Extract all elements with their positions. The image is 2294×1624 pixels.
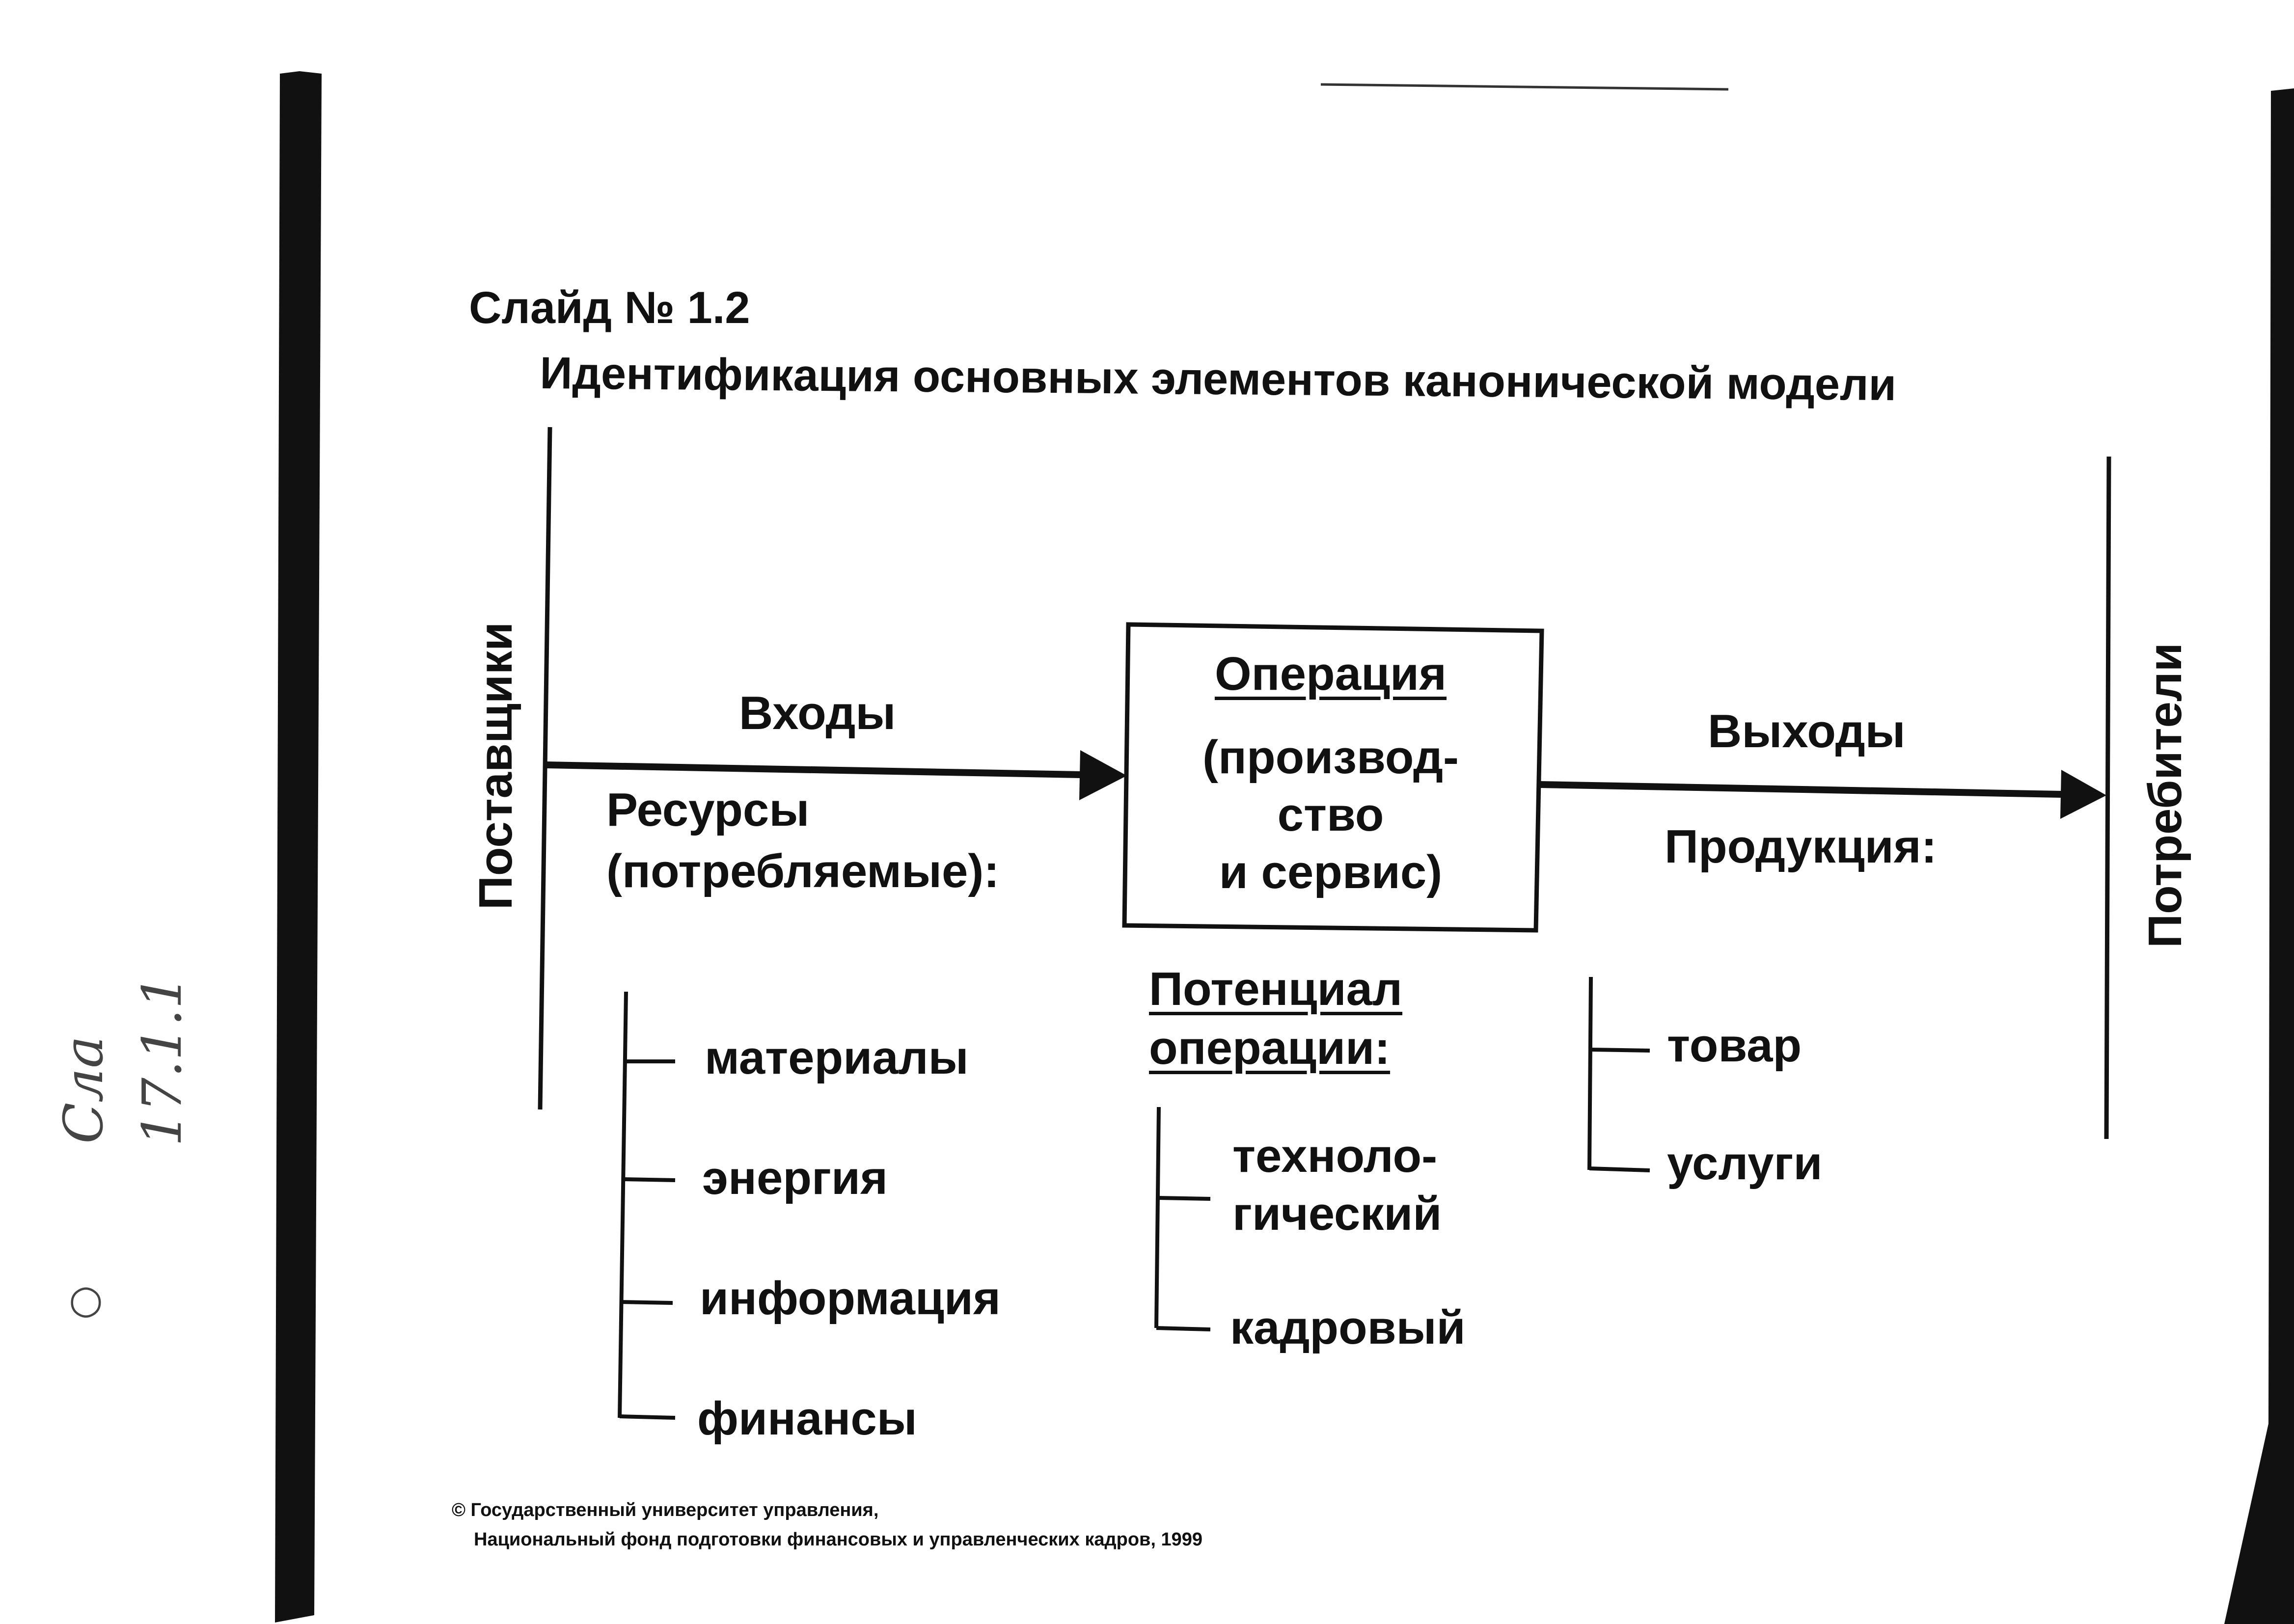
consumers-label: Потребители — [2138, 643, 2191, 948]
potential-tech-line-1: техноло- — [1232, 1130, 1438, 1182]
operation-title: Операция — [1214, 648, 1447, 700]
right-scan-edge — [2224, 88, 2294, 1624]
potential-line-2: операции: — [1149, 1022, 1391, 1074]
operation-box — [1122, 622, 1544, 933]
potential-bracket-tick-2 — [1156, 1326, 1211, 1331]
product-item-services: услуги — [1667, 1137, 1823, 1190]
margin-note-1: Сла — [52, 1036, 115, 1144]
suppliers-label: Поставщики — [469, 622, 522, 910]
resources-bracket-tick-3 — [621, 1300, 673, 1305]
products-bracket-tick-1 — [1590, 1048, 1650, 1053]
resources-bracket-tick-4 — [619, 1414, 676, 1420]
products-bracket-vertical — [1587, 976, 1593, 1170]
product-item-goods: товар — [1667, 1019, 1802, 1072]
consumers-line — [2104, 456, 2111, 1139]
potential-tech-line-2: гический — [1232, 1188, 1442, 1240]
operation-line-1: (производ- — [1202, 731, 1459, 784]
operation-line-3: и сервис) — [1219, 846, 1443, 898]
resource-item-information: информация — [700, 1272, 1001, 1325]
operation-line-2: ство — [1277, 788, 1384, 841]
inputs-arrow-line — [545, 761, 1081, 778]
products-label: Продукция: — [1665, 820, 1937, 873]
potential-staff: кадровый — [1230, 1301, 1466, 1354]
footer-line-2: Национальный фонд подготовки финансовых … — [474, 1529, 1203, 1550]
slide-number: Слайд № 1.2 — [469, 283, 750, 333]
outputs-label: Выходы — [1708, 705, 1906, 758]
inputs-arrow-head — [1079, 750, 1127, 800]
margin-note-2: 17.1.1 — [131, 974, 193, 1146]
potential-line-1: Потенциал — [1149, 963, 1403, 1015]
left-scan-edge — [275, 71, 322, 1623]
top-scratch-line — [1320, 83, 1729, 91]
resources-line-2: (потребляемые): — [606, 845, 1000, 897]
outputs-arrow-head — [2060, 770, 2106, 819]
outputs-arrow-line — [1539, 781, 2063, 798]
potential-bracket-vertical — [1154, 1107, 1161, 1328]
resources-bracket-vertical — [618, 991, 628, 1418]
inputs-label: Входы — [739, 687, 896, 739]
resource-item-materials: материалы — [705, 1031, 969, 1084]
margin-note-3: ○ — [69, 1276, 103, 1322]
footer-line-1: © Государственный университет управления… — [452, 1500, 879, 1520]
resources-bracket-tick-2 — [622, 1177, 676, 1182]
resource-item-finance: финансы — [697, 1392, 917, 1445]
resources-line-1: Ресурсы — [606, 784, 810, 836]
products-bracket-tick-2 — [1589, 1166, 1650, 1172]
potential-bracket-tick-1 — [1157, 1196, 1211, 1201]
resource-item-energy: энергия — [702, 1152, 888, 1204]
